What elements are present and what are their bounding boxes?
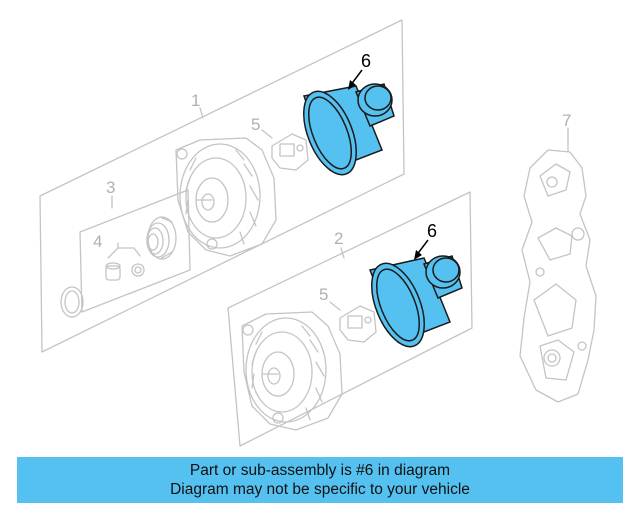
assembly-2-panel — [227, 191, 473, 447]
callout-6-lower: 6 — [427, 221, 437, 241]
callout-5-upper: 5 — [251, 115, 260, 134]
assembly-3-panel — [79, 189, 191, 313]
part-6-cover-lower — [368, 255, 463, 348]
callout-7: 7 — [562, 111, 571, 130]
bracket-7 — [519, 127, 597, 403]
callout-2-leader — [340, 247, 345, 259]
banner-line-2: Diagram may not be specific to your vehi… — [170, 481, 470, 498]
pulley-part — [146, 216, 177, 260]
callout-2: 2 — [334, 229, 343, 248]
callout-6-upper: 6 — [361, 51, 371, 71]
regulator-5-lower — [329, 301, 377, 343]
callout-1: 1 — [191, 91, 200, 110]
assembly-1-panel — [39, 19, 405, 353]
callout-4: 4 — [93, 232, 102, 251]
callout-1-leader — [199, 107, 204, 119]
callout-3: 3 — [106, 178, 115, 197]
callout-5-lower: 5 — [319, 285, 328, 304]
alternator-1 — [175, 137, 277, 257]
alternator-2 — [241, 311, 343, 431]
arrowhead-upper — [348, 80, 356, 90]
seal-ring — [60, 286, 84, 318]
part-6-cover-upper — [303, 83, 395, 176]
banner-line-1: Part or sub-assembly is #6 in diagram — [189, 462, 451, 479]
regulator-5-upper — [261, 129, 309, 171]
info-banner: Part or sub-assembly is #6 in diagram Di… — [17, 457, 623, 503]
parts-diagram: 1 3 4 5 2 5 7 6 6 — [39, 19, 597, 447]
part-4-group — [105, 242, 145, 281]
arrowhead-lower — [414, 250, 422, 260]
